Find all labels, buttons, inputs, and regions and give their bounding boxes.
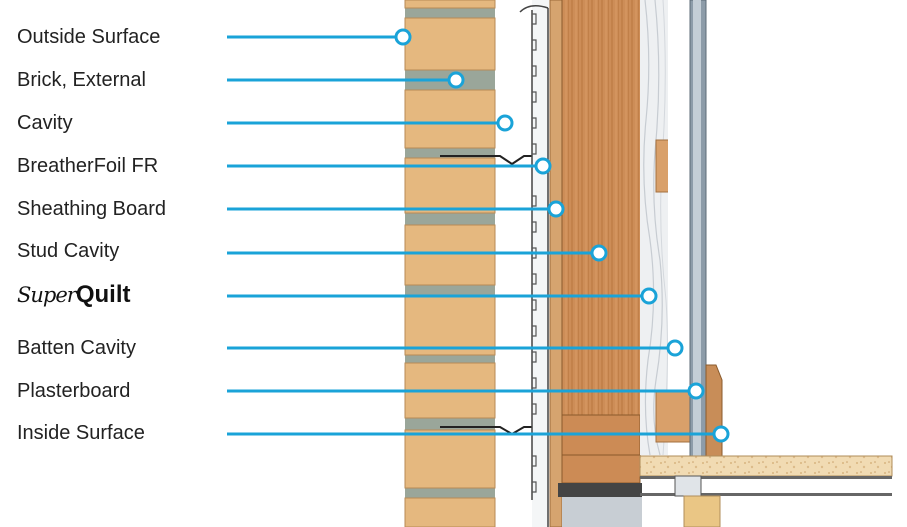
label-cavity: Cavity xyxy=(17,112,73,134)
batten-cavity xyxy=(668,0,690,392)
breatherfoil-membrane xyxy=(519,0,550,527)
superquilt-logo: SuperQuilt xyxy=(17,281,130,309)
floor-deck xyxy=(639,455,893,527)
leader-marker-cavity xyxy=(496,114,514,132)
label-batten-cavity: Batten Cavity xyxy=(17,337,136,359)
brick-wall xyxy=(404,0,496,527)
leader-marker-sheathing-board xyxy=(547,200,565,218)
logo-quilt-text: Quilt xyxy=(75,281,131,308)
leader-marker-brick-external xyxy=(447,71,465,89)
leader-marker-batten-cavity xyxy=(666,339,684,357)
logo-super-text: Super xyxy=(17,283,77,307)
label-stud-cavity: Stud Cavity xyxy=(17,240,120,262)
leader-marker-inside-surface xyxy=(712,425,730,443)
leader-marker-plasterboard xyxy=(687,382,705,400)
label-breatherfoil-fr: BreatherFoil FR xyxy=(17,155,159,177)
label-sheathing-board: Sheathing Board xyxy=(17,198,167,220)
label-plasterboard: Plasterboard xyxy=(17,380,131,402)
leader-marker-stud-cavity xyxy=(590,244,608,262)
skirting-board xyxy=(705,364,723,459)
timber-stud xyxy=(558,0,642,527)
sheathing-board xyxy=(549,0,563,527)
superquilt-insulation xyxy=(640,0,668,456)
leader-marker-outside-surface xyxy=(394,28,412,46)
label-brick-external: Brick, External xyxy=(17,69,146,91)
leader-marker-superquilt xyxy=(640,287,658,305)
label-outside-surface: Outside Surface xyxy=(17,26,161,48)
leader-lines xyxy=(227,28,730,443)
leader-marker-breatherfoil-fr xyxy=(534,157,552,175)
label-inside-surface: Inside Surface xyxy=(17,422,145,444)
